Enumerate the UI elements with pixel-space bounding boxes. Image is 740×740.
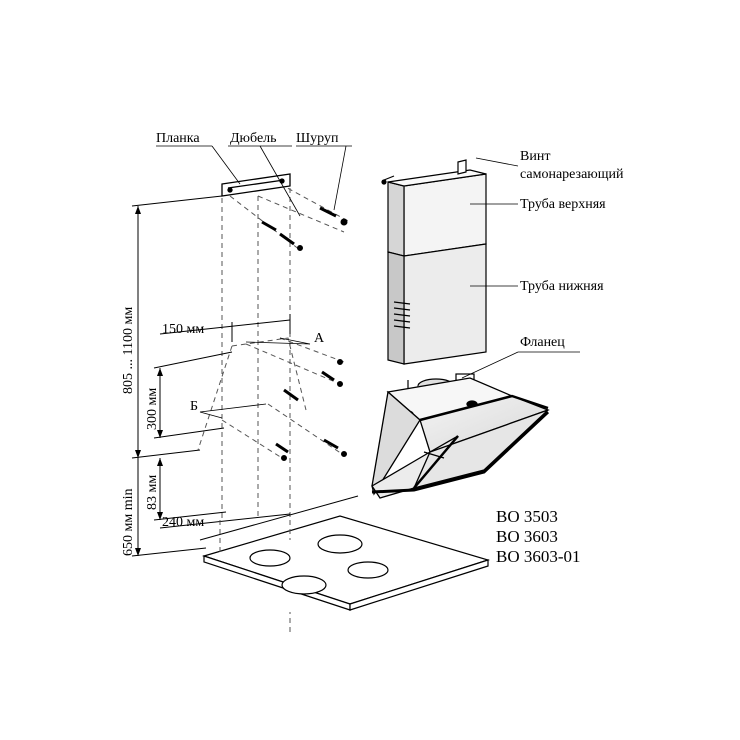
- dim-83: 83 мм: [145, 475, 160, 510]
- cooktop-dashed: [219, 520, 291, 632]
- screw-icon: [321, 370, 343, 387]
- dim-805-1100: 805 ... 1100 мм: [121, 307, 136, 394]
- label-point-b: Б: [190, 399, 198, 414]
- burner-icon: [317, 534, 363, 554]
- screw-icon: [323, 438, 347, 457]
- lower-tube: [387, 243, 487, 365]
- label-planka: Планка: [156, 131, 200, 146]
- leader-lines: [156, 145, 580, 419]
- cooktop: [201, 515, 491, 611]
- dim-650-min: 650 мм min: [121, 489, 136, 557]
- dimension-ticks: [135, 206, 163, 556]
- burner-icon: [347, 561, 389, 579]
- upper-tube: [381, 159, 487, 257]
- label-shurup: Шуруп: [296, 131, 339, 146]
- hood-body: [371, 377, 550, 499]
- label-vint-2: самонарезающий: [520, 167, 624, 182]
- screw-icon: [283, 359, 343, 402]
- screws-group: [261, 206, 348, 461]
- label-flange: Фланец: [520, 335, 565, 350]
- wall-plate: [221, 173, 291, 197]
- burner-icon: [249, 549, 291, 567]
- model-name: ВО 3603-01: [496, 547, 581, 566]
- wall-outline: [197, 183, 351, 520]
- screw-icon: [261, 220, 277, 232]
- model-name: ВО 3503: [496, 507, 558, 526]
- label-dyubel: Дюбель: [230, 131, 277, 146]
- dim-240: 240 мм: [162, 515, 204, 530]
- screw-icon: [275, 442, 289, 461]
- screw-icon: [319, 206, 348, 226]
- screw-icon: [279, 232, 303, 251]
- label-upper-tube: Труба верхняя: [520, 197, 606, 212]
- burner-icon: [281, 575, 327, 595]
- label-point-a: А: [314, 331, 325, 346]
- dim-150: 150 мм: [162, 322, 204, 337]
- model-name: ВО 3603: [496, 527, 558, 546]
- dim-300: 300 мм: [145, 388, 160, 430]
- label-vint: Винт: [520, 149, 550, 164]
- dimension-lines: [131, 195, 359, 557]
- label-lower-tube: Труба нижняя: [520, 279, 604, 294]
